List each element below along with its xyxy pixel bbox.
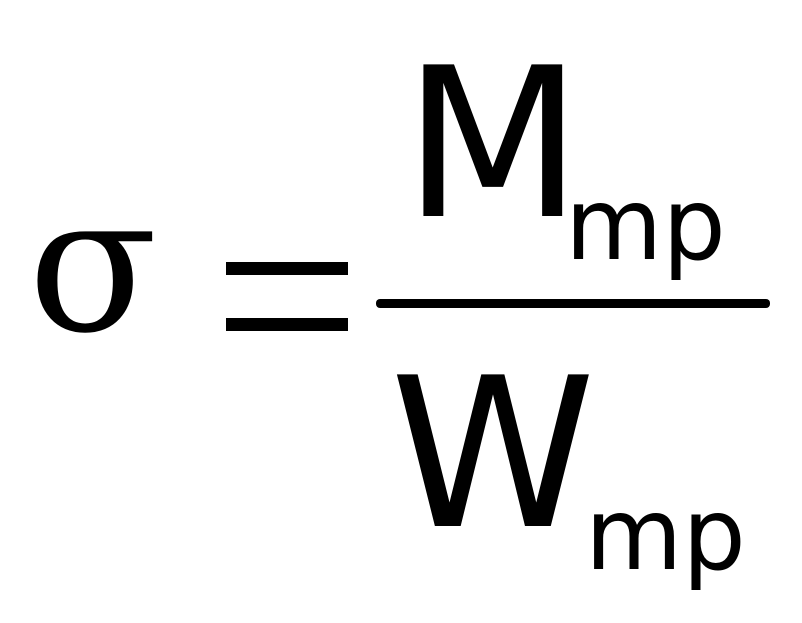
numerator-symbol: M [403, 24, 583, 266]
denominator-symbol: W [390, 334, 596, 576]
numerator-subscript: mp [565, 166, 726, 283]
sigma-symbol: σ [28, 154, 158, 375]
fraction-bar [376, 299, 770, 308]
denominator-subscript: mp [585, 476, 746, 593]
equals-bar-bottom [226, 318, 348, 331]
equals-bar-top [226, 262, 348, 275]
